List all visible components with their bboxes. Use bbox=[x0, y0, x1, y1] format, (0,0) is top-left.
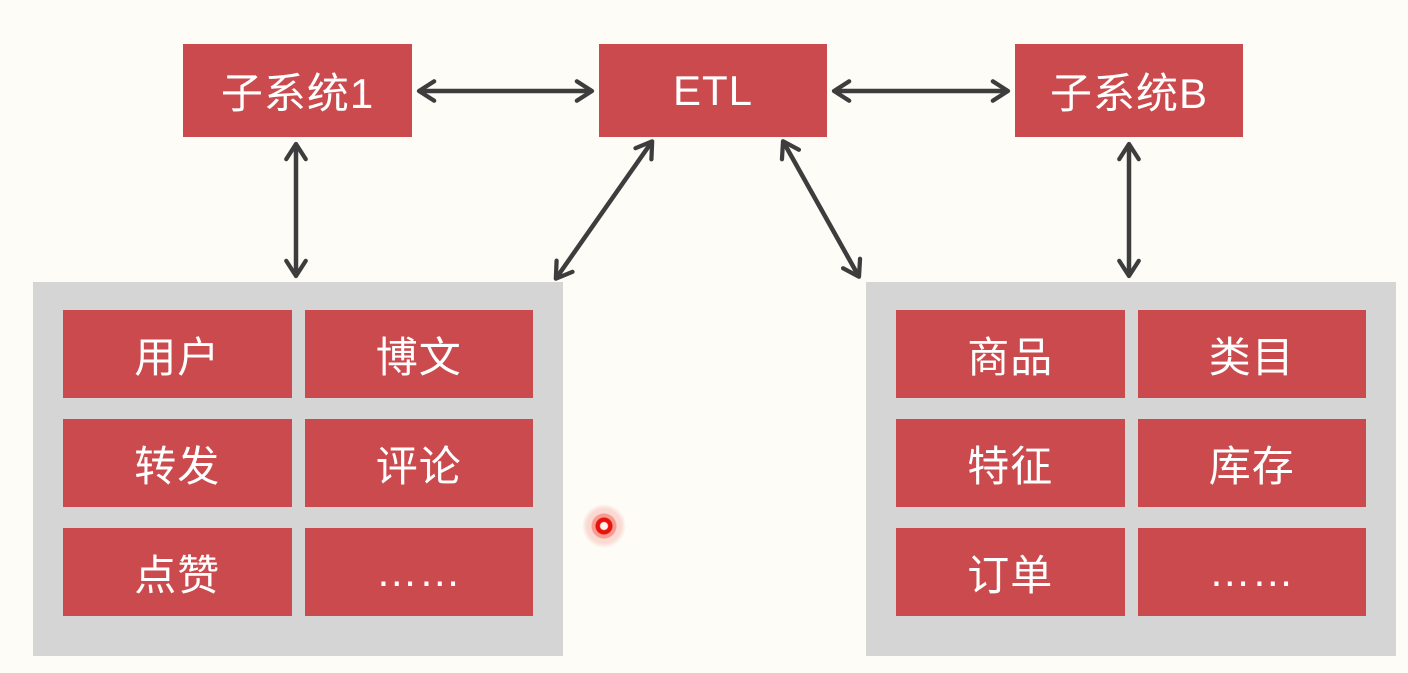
data-cell-inventory: 库存 bbox=[1137, 419, 1366, 507]
data-cell-label: 商品 bbox=[967, 333, 1054, 381]
data-cell-ellipsis: …… bbox=[1137, 528, 1366, 616]
data-cell-likes: 点赞 bbox=[63, 528, 292, 616]
left-datasource-panel: 用户 博文 转发 评论 点赞 …… bbox=[33, 282, 563, 656]
data-cell-comments: 评论 bbox=[304, 419, 533, 507]
data-cell-blogposts: 博文 bbox=[304, 310, 533, 398]
data-cell-label: …… bbox=[375, 548, 462, 595]
data-cell-label: 库存 bbox=[1208, 442, 1295, 490]
edge-etl-leftpanel bbox=[553, 139, 655, 281]
data-cell-label: 点赞 bbox=[134, 551, 221, 599]
data-cell-orders: 订单 bbox=[896, 528, 1125, 616]
data-cell-features: 特征 bbox=[896, 419, 1125, 507]
data-cell-label: …… bbox=[1208, 548, 1295, 595]
node-subsystemB: 子系统B bbox=[1015, 44, 1243, 137]
data-cell-label: 博文 bbox=[375, 333, 462, 381]
data-cell-reposts: 转发 bbox=[63, 419, 292, 507]
data-cell-ellipsis: …… bbox=[304, 528, 533, 616]
node-subsystem1: 子系统1 bbox=[183, 44, 412, 137]
data-cell-label: 用户 bbox=[134, 333, 221, 381]
data-cell-users: 用户 bbox=[63, 310, 292, 398]
data-cell-products: 商品 bbox=[896, 310, 1125, 398]
data-cell-label: 特征 bbox=[967, 442, 1054, 490]
data-cell-label: 转发 bbox=[134, 442, 221, 490]
node-etl: ETL bbox=[599, 44, 827, 137]
node-subsystemB-label: 子系统B bbox=[1049, 70, 1208, 117]
laser-pointer-dot bbox=[581, 503, 627, 549]
data-cell-categories: 类目 bbox=[1137, 310, 1366, 398]
data-cell-label: 订单 bbox=[967, 551, 1054, 599]
data-cell-label: 类目 bbox=[1208, 333, 1295, 381]
right-datasource-panel: 商品 类目 特征 库存 订单 …… bbox=[866, 282, 1396, 656]
data-cell-label: 评论 bbox=[375, 442, 462, 490]
node-etl-label: ETL bbox=[672, 66, 754, 114]
node-subsystem1-label: 子系统1 bbox=[220, 70, 375, 117]
edge-etl-rightpanel bbox=[779, 139, 863, 279]
